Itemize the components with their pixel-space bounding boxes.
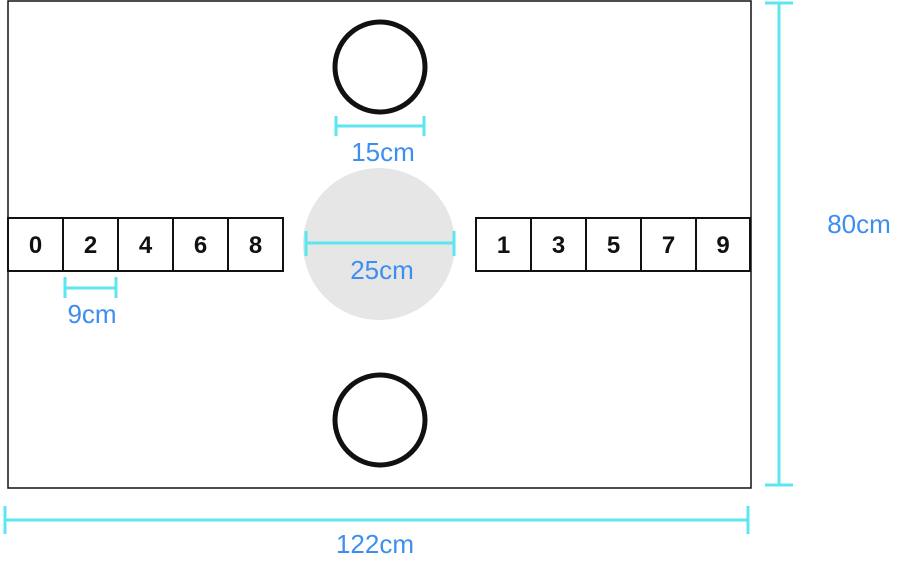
board-width-label: 122cm bbox=[336, 529, 414, 559]
top-hole bbox=[332, 19, 428, 115]
center-diameter-label: 25cm bbox=[350, 255, 414, 285]
bottom-hole bbox=[332, 372, 428, 468]
left-cell-label: 6 bbox=[194, 232, 207, 259]
left-cell-label: 0 bbox=[29, 232, 42, 259]
right-cell-label: 1 bbox=[497, 232, 510, 259]
right-cell-label: 3 bbox=[552, 232, 565, 259]
board-height-dimension bbox=[765, 1, 793, 487]
center-diameter-dimension bbox=[304, 231, 456, 256]
left-cell-label: 4 bbox=[139, 232, 153, 259]
left-number-row: 0 2 4 6 8 bbox=[7, 217, 284, 272]
left-cell-label: 2 bbox=[84, 232, 97, 259]
left-cell-label: 8 bbox=[249, 232, 262, 259]
board-height-label: 80cm bbox=[827, 209, 891, 239]
board-width-dimension bbox=[3, 506, 750, 534]
right-cell-label: 5 bbox=[607, 232, 620, 259]
right-cell-label: 7 bbox=[662, 232, 675, 259]
hole-diameter-dimension bbox=[334, 116, 426, 136]
right-cell-label: 9 bbox=[716, 232, 729, 259]
hole-diameter-label: 15cm bbox=[351, 137, 415, 167]
cell-width-dimension bbox=[63, 277, 118, 298]
cell-width-label: 9cm bbox=[67, 299, 116, 329]
right-number-row: 1 3 5 7 9 bbox=[475, 217, 751, 272]
